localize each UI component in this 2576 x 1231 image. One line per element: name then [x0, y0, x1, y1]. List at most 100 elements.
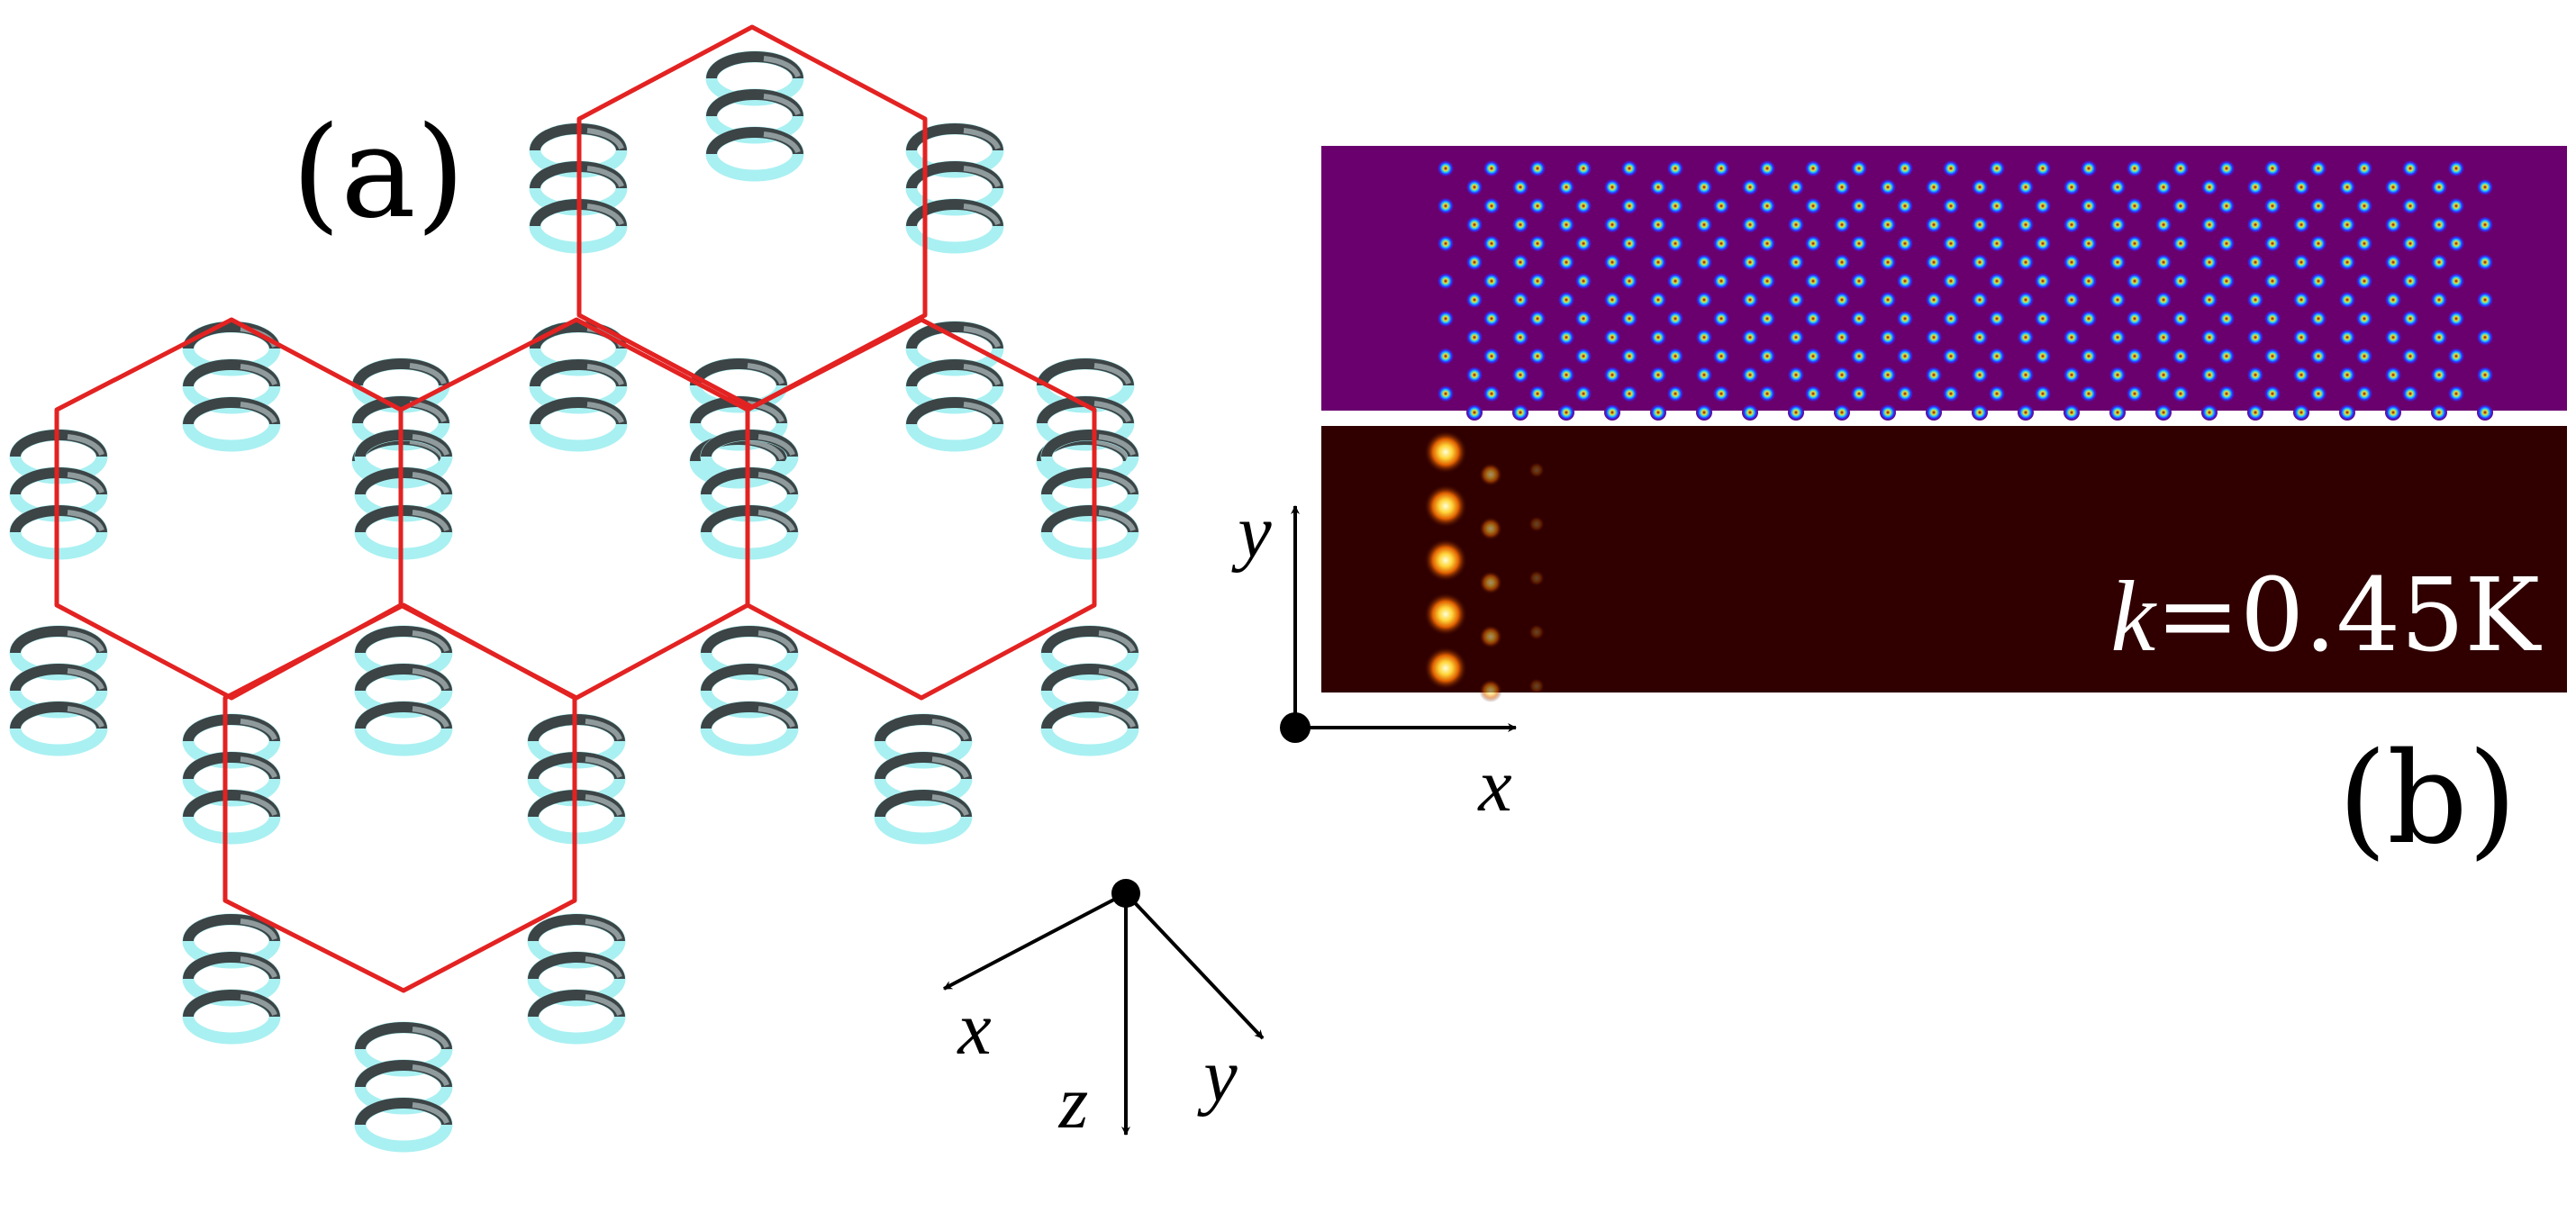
bulk-mode-spot [1759, 348, 1775, 365]
bulk-mode-spot [1713, 310, 1729, 327]
bulk-mode-spot [2247, 329, 2263, 346]
helix-turn-back [1041, 626, 1138, 654]
bulk-mode-spot [1667, 235, 1683, 252]
bulk-mode-spot [2402, 348, 2418, 365]
bulk-mode-spot [1438, 310, 1454, 327]
edge-mode-spot-tertiary [1528, 462, 1545, 478]
helix-turn-highlight [931, 719, 969, 741]
bulk-mode-spot [1742, 291, 1758, 308]
bulk-mode-spot [2035, 273, 2051, 290]
bulk-mode-spot [2402, 385, 2418, 403]
bulk-mode-spot [1558, 404, 1574, 421]
helix-waveguide [182, 713, 281, 845]
bulk-mode-spot [2339, 254, 2355, 271]
bulk-mode-spot [1696, 329, 1712, 346]
bulk-mode-spot [1650, 254, 1666, 271]
bulk-mode-spot [1989, 273, 2005, 290]
bulk-mode-spot [1788, 216, 1804, 233]
bulk-mode-spot [1558, 178, 1574, 195]
bulk-mode-spot [1897, 385, 1913, 403]
bulk-mode-spots [1438, 160, 2493, 421]
bulk-mode-spot [1742, 254, 1758, 271]
bulk-mode-spot [2448, 273, 2464, 290]
helix-turn-highlight [1098, 510, 1136, 532]
bulk-mode-spot [2127, 348, 2143, 365]
bulk-mode-spot [2035, 235, 2051, 252]
bulk-mode-spot [2201, 329, 2218, 346]
helix-turn-highlight [67, 630, 104, 653]
bulk-mode-spot [2264, 273, 2281, 290]
bulk-mode-spot [1989, 385, 2005, 403]
bulk-mode-spot [2477, 404, 2493, 421]
bulk-mode-spot [1512, 254, 1528, 271]
helix-turn-highlight [240, 956, 277, 979]
bulk-mode-spot [1621, 197, 1637, 214]
bulk-mode-spot [1880, 254, 1896, 271]
bulk-mode-spot [2201, 404, 2218, 421]
bulk-mode-spot [2264, 160, 2281, 177]
bulk-mode-spot [1696, 216, 1712, 233]
helix-turn-highlight [1093, 401, 1131, 423]
helix-turn-back [701, 626, 798, 654]
bulk-mode-spot [1788, 367, 1804, 384]
bulk-mode-spot [2201, 216, 2218, 233]
bulk-mode-spot [2385, 178, 2401, 195]
bulk-mode-spot [1805, 197, 1821, 214]
helix-turn-highlight [1098, 434, 1136, 457]
bulk-mode-spot [1972, 291, 1988, 308]
bulk-mode-spot [2293, 367, 2309, 384]
bulk-mode-spot [1897, 273, 1913, 290]
helix-turn-highlight [757, 706, 795, 729]
helix-turn-highlight [1098, 668, 1136, 691]
bulk-mode-spot [2310, 235, 2327, 252]
bulk-mode-spot [1604, 254, 1620, 271]
bulk-mode-spot [1667, 197, 1683, 214]
bulk-mode-spot [2356, 197, 2372, 214]
bulk-mode-spot [2448, 385, 2464, 403]
bulk-mode-spot [1851, 235, 1867, 252]
bulk-mode-spot [2201, 178, 2218, 195]
bulk-mode-spot [1621, 160, 1637, 177]
bulk-mode-spot [2356, 273, 2372, 290]
bulk-mode-spot [1713, 235, 1729, 252]
bulk-mode-spot [1926, 216, 1942, 233]
bulk-mode-spot [1438, 348, 1454, 365]
bulk-mode-spot [1512, 404, 1528, 421]
helix-turn-back [528, 914, 625, 942]
helix-turn-highlight [747, 439, 785, 461]
bulk-mode-spot [1512, 291, 1528, 308]
bulk-mode-spot [2310, 310, 2327, 327]
helix-turn-highlight [931, 756, 969, 779]
bulk-mode-spot [1943, 348, 1959, 365]
edge-mode-spot-primary [1424, 484, 1467, 528]
wavevector-variable: k [2110, 561, 2157, 673]
bulk-mode-spot [1851, 348, 1867, 365]
bulk-mode-spot [2109, 216, 2126, 233]
helix-turn-highlight [585, 756, 622, 779]
bulk-mode-spot [2293, 216, 2309, 233]
bulk-mode-spot [1805, 273, 1821, 290]
bulk-mode-spot [1558, 291, 1574, 308]
edge-mode-spot-primary [1424, 430, 1467, 474]
helix-turn-highlight [240, 756, 277, 779]
panel-b-intensity-maps: k=0.45K y x (b) [1230, 146, 2567, 873]
bulk-mode-spot [1834, 329, 1850, 346]
bulk-mode-spot [1897, 235, 1913, 252]
bulk-mode-spot [2339, 367, 2355, 384]
y-axis-label: y [1196, 1034, 1238, 1118]
bulk-mode-spot [1834, 367, 1850, 384]
helix-waveguide [182, 321, 281, 452]
bulk-mode-spot [1512, 329, 1528, 346]
y-axis-label-2d: y [1230, 490, 1272, 574]
bulk-mode-spot [2448, 235, 2464, 252]
bulk-mode-spot [2064, 216, 2080, 233]
helix-waveguide [354, 1021, 453, 1153]
bulk-mode-spot [1466, 329, 1483, 346]
bulk-mode-spot [1696, 291, 1712, 308]
bulk-mode-spot [2081, 348, 2097, 365]
bulk-mode-spot [2018, 329, 2034, 346]
bulk-mode-spot [2109, 291, 2126, 308]
helix-turn-highlight [67, 510, 104, 532]
bulk-mode-spot [1943, 310, 1959, 327]
bulk-mode-spot [1621, 310, 1637, 327]
